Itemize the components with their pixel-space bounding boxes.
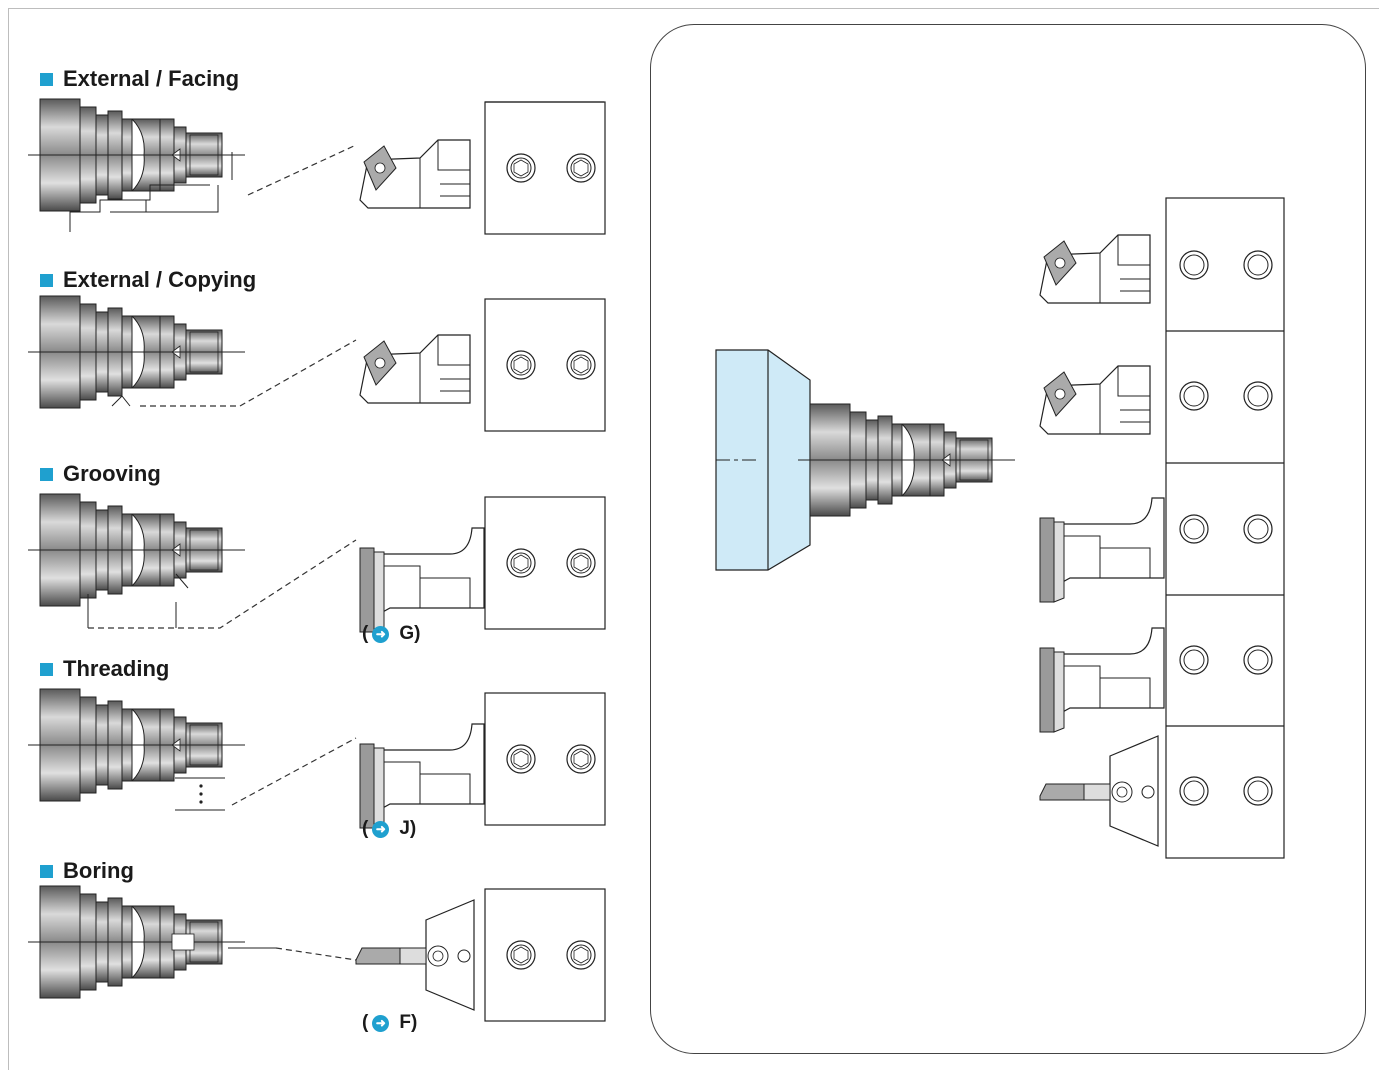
- arrow-circle-icon: ➜: [372, 820, 390, 838]
- arrow-circle-icon: ➜: [372, 1014, 390, 1032]
- workpiece-copying: [27, 295, 246, 409]
- tool-post-threading: [484, 692, 606, 826]
- workpiece-threading: [27, 688, 246, 802]
- square-bullet-icon: [40, 662, 53, 676]
- section-title-text: Threading: [63, 656, 170, 681]
- square-bullet-icon: [40, 273, 53, 287]
- arrow-circle-icon: ➜: [372, 625, 390, 643]
- section-title-grooving: Grooving: [40, 461, 161, 487]
- frame-left-line: [8, 8, 9, 1070]
- tool-post-grooving: [484, 496, 606, 630]
- section-title-facing: External / Facing: [40, 66, 239, 92]
- tool-post-boring: [484, 888, 606, 1022]
- reference-threading[interactable]: (➜ J): [362, 818, 417, 839]
- section-title-threading: Threading: [40, 656, 169, 682]
- tool-post-facing: [484, 101, 606, 235]
- section-title-text: External / Facing: [63, 66, 240, 91]
- section-title-text: Grooving: [63, 461, 161, 486]
- workpiece-facing: [27, 98, 246, 212]
- tool-post-copying: [484, 298, 606, 432]
- reference-boring[interactable]: (➜ F): [362, 1012, 418, 1033]
- workpiece-grooving: [27, 493, 246, 607]
- tool-boring: [355, 899, 475, 1011]
- section-title-copying: External / Copying: [40, 267, 256, 293]
- section-title-boring: Boring: [40, 858, 134, 884]
- frame-top-line: [8, 8, 1379, 9]
- section-title-text: Boring: [63, 858, 134, 883]
- tool-grooving: [359, 527, 485, 633]
- tool-facing: [359, 139, 471, 209]
- tool-copying: [359, 334, 471, 404]
- machine-overview-panel: [650, 24, 1366, 1054]
- chuck-and-workpiece: [715, 349, 1016, 571]
- turret-tool-stack: [1039, 197, 1285, 859]
- square-bullet-icon: [40, 467, 53, 481]
- square-bullet-icon: [40, 72, 53, 86]
- square-bullet-icon: [40, 864, 53, 878]
- section-title-text: External / Copying: [63, 267, 257, 292]
- tool-threading: [359, 723, 485, 829]
- workpiece-boring: [27, 885, 246, 999]
- reference-grooving[interactable]: (➜ G): [362, 623, 421, 644]
